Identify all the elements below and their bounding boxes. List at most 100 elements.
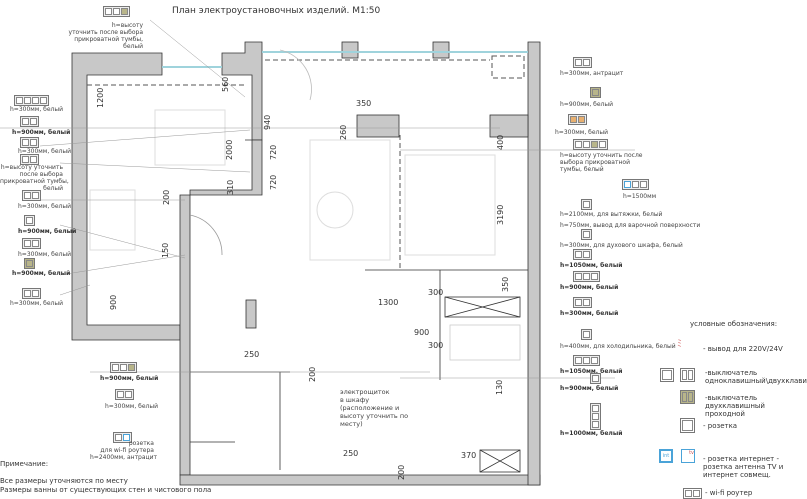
- outlet-double-icon: [573, 249, 592, 260]
- right-label: h=300мм, белый: [560, 310, 619, 317]
- left-label: h=300мм, белый: [18, 203, 72, 210]
- outlet-icon: [680, 418, 695, 433]
- outlet-vertical-icon: [590, 403, 601, 430]
- outlet-double-icon: [22, 238, 41, 249]
- right-label: h=1050мм, белый: [560, 368, 623, 375]
- right-label: h=900мм, белый: [560, 385, 619, 392]
- dimension: 150: [161, 242, 170, 258]
- right-label: h=высоту уточнить после выбора прикроват…: [560, 152, 642, 173]
- note-line: Все размеры уточняются по месту: [0, 477, 128, 485]
- right-label: h=1500мм: [623, 193, 657, 200]
- dimension: 900: [109, 294, 118, 310]
- label-line: белый: [43, 185, 63, 192]
- label-line: h=высоту уточнить после: [560, 152, 643, 159]
- dimension: 900: [414, 328, 430, 337]
- dimension: 940: [263, 114, 272, 130]
- dimension: 350: [501, 276, 510, 292]
- dimension: 720: [269, 144, 278, 160]
- label-line: розетка: [128, 440, 154, 447]
- dimension: 3190: [496, 204, 505, 225]
- dimension: 200: [308, 366, 317, 382]
- wifi-router-label: розетка для wi-fi роутера h=2400мм, антр…: [90, 440, 158, 461]
- right-label: h=1050мм, белый: [560, 262, 623, 269]
- outlet-tv-icon: [622, 179, 649, 190]
- switch-double-icon: [590, 373, 601, 384]
- dimension: 1200: [96, 87, 105, 108]
- page-title: План электроустановочных изделий. М1:50: [172, 6, 381, 16]
- dimension: 130: [495, 379, 504, 395]
- switch-pass-icon: [590, 87, 601, 98]
- switch-pass-icon: [680, 390, 695, 404]
- label-line: h=2400мм, антрацит: [90, 454, 158, 461]
- dimension: 250: [244, 350, 260, 359]
- label-line: выбора прикроватной: [560, 159, 630, 166]
- label-line: в шкафу: [340, 396, 370, 404]
- label-line: уточнить после выбора: [68, 29, 143, 36]
- dimension: 250: [343, 449, 359, 458]
- dimension: 560: [221, 76, 230, 92]
- right-label: h=900мм, белый: [560, 284, 619, 291]
- cabinets: [87, 55, 525, 270]
- right-label: h=900мм, белый: [560, 101, 614, 108]
- outlet-double-icon: [20, 137, 39, 148]
- dimension: 300: [428, 288, 444, 297]
- outlet-single-icon: [581, 329, 592, 340]
- left-label: h=900мм, белый: [12, 129, 71, 136]
- note-line: Размеры ванны от существующих стен и чис…: [0, 486, 212, 494]
- outlet-double-icon: [22, 288, 41, 299]
- legend-item: - wi-fi роутер: [705, 489, 753, 497]
- outlet-double-icon: [20, 154, 39, 165]
- legend-item: - вывод для 220V/24V: [703, 345, 783, 353]
- label-line: для wi-fi роутера: [100, 447, 154, 454]
- notes-heading: Примечание:: [0, 460, 49, 468]
- right-label: h=750мм, вывод для варочной поверхности: [560, 222, 701, 229]
- label-line: (расположение и: [340, 404, 400, 412]
- dimension: 200: [397, 464, 406, 480]
- walls: [71, 41, 541, 486]
- right-label: h=300мм, для духового шкафа, белый: [560, 242, 683, 249]
- switch-single-icon: [24, 215, 35, 226]
- outlet-double-icon: [22, 190, 41, 201]
- switch-double-icon: [680, 368, 695, 382]
- windows: [162, 51, 528, 68]
- left-label: h=900мм, белый: [18, 228, 77, 235]
- dimension: 260: [339, 124, 348, 140]
- outlet-internet-icon: [113, 432, 132, 443]
- label-line: прикроватной тумбы,: [74, 36, 143, 43]
- dimension: 400: [496, 134, 505, 150]
- label-line: h=высоту уточнить: [0, 164, 63, 171]
- right-label: h=300мм, антрацит: [560, 70, 624, 77]
- dimension: 300: [428, 341, 444, 350]
- dimension: 350: [356, 99, 372, 108]
- dimension: 1300: [378, 298, 399, 307]
- outlet-quad-icon: [14, 95, 49, 106]
- dimension: 370: [461, 451, 477, 460]
- lower-label: h=900мм, белый: [100, 375, 159, 382]
- legend-item: -выключатель двухклавишный проходной: [705, 394, 765, 418]
- lower-label: h=300мм, белый: [105, 403, 159, 410]
- dimension: 200: [162, 189, 171, 205]
- switch-double-icon: [20, 116, 39, 127]
- outlet-double-icon: [573, 57, 592, 68]
- legend-item: - розетка: [703, 422, 738, 430]
- dimension: 2000: [225, 139, 234, 160]
- outlet-single-icon: [581, 229, 592, 240]
- left-label: h=300мм, белый: [10, 106, 64, 113]
- furniture: [89, 109, 496, 261]
- electrical-panel-label: электрощиток в шкафу (расположение и выс…: [340, 388, 408, 428]
- label-line: электрощиток: [340, 388, 390, 396]
- label-line: тумбы, белый: [560, 166, 604, 173]
- top-label: h=высоту уточнить после выбора прикроват…: [65, 22, 143, 50]
- label-line: прикроватной тумбы,: [0, 178, 69, 185]
- wire-outlet-icon: ﾐ: [677, 339, 682, 350]
- left-label: h=300мм, белый: [18, 251, 72, 258]
- label-line: белый: [123, 43, 143, 50]
- left-label: h=900мм, белый: [12, 270, 71, 277]
- left-label: h=300мм, белый: [10, 300, 64, 307]
- switch-single-icon: [660, 368, 674, 382]
- outlet-double-icon: [573, 297, 592, 308]
- internet-outlet-icon: int: [659, 449, 673, 463]
- outlet-double-icon: [115, 389, 134, 400]
- switch-triple-icon: [103, 6, 130, 17]
